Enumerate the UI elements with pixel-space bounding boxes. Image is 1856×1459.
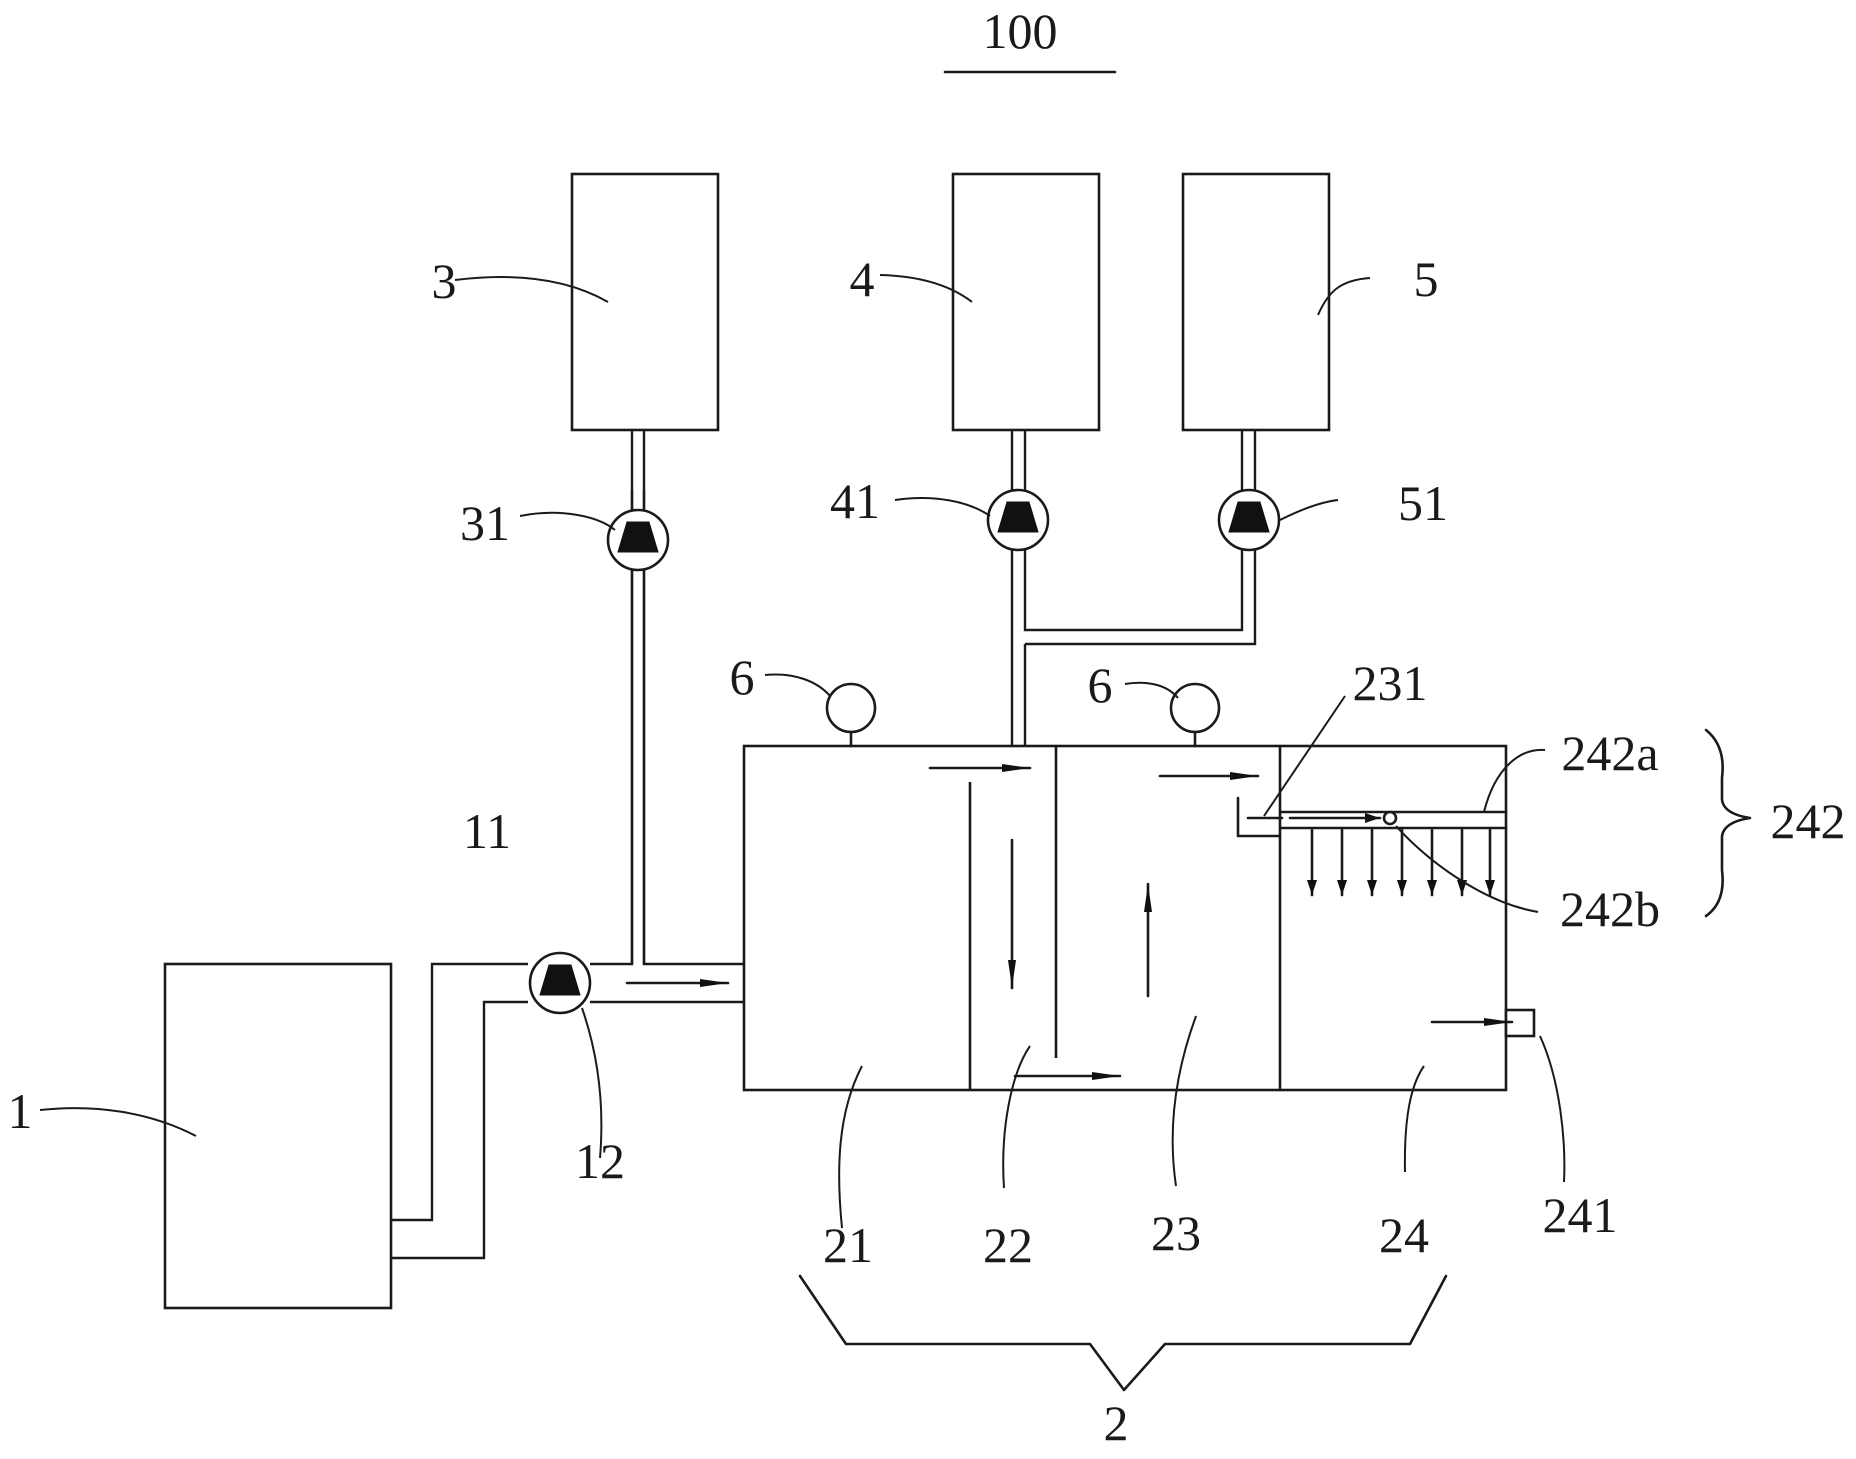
label-pump-a: 31	[460, 495, 510, 551]
treatment-tank	[742, 744, 1508, 1092]
brace-spray-unit	[1704, 728, 1752, 918]
spray-arrows	[1307, 828, 1495, 897]
label-chamber-21: 21	[823, 1217, 873, 1273]
label-pump-c: 51	[1398, 475, 1448, 531]
label-inlet-pipe: 11	[463, 803, 511, 859]
sensor-left	[825, 682, 877, 748]
label-spray-unit-242: 242	[1771, 793, 1846, 849]
label-pump-b: 41	[830, 473, 880, 529]
overflow-weir	[1236, 796, 1282, 838]
main-pump	[528, 951, 592, 1015]
inlet-pipe	[391, 490, 744, 1260]
sensor-right	[1169, 682, 1221, 748]
pump-a	[606, 508, 670, 572]
label-chamber-22: 22	[983, 1217, 1033, 1273]
label-dosing-tank-a: 3	[432, 253, 457, 309]
spray-unit	[1246, 810, 1508, 830]
label-sensor-right: 6	[1088, 657, 1113, 713]
label-dosing-tank-b: 4	[850, 251, 875, 307]
flow-arrows	[625, 764, 1514, 1080]
dosing-tank-b	[951, 172, 1101, 432]
water-source-tank	[163, 962, 393, 1310]
label-water-source: 1	[8, 1083, 33, 1139]
label-sensor-left: 6	[730, 649, 755, 705]
pump-b	[986, 488, 1050, 552]
label-chamber-23: 23	[1151, 1205, 1201, 1261]
label-overflow-231: 231	[1353, 655, 1428, 711]
label-dosing-tank-c: 5	[1414, 251, 1439, 307]
label-nozzle-242b: 242b	[1560, 881, 1660, 937]
label-spray-pipe-242a: 242a	[1561, 725, 1658, 781]
label-main-pump: 12	[575, 1133, 625, 1189]
dosing-pipe-bc	[1010, 430, 1257, 746]
brace-tank-assembly	[798, 1274, 1448, 1392]
leader-lines	[39, 274, 1566, 1229]
pump-c	[1217, 488, 1281, 552]
label-chamber-24: 24	[1379, 1207, 1429, 1263]
dosing-pipe-a	[630, 430, 646, 964]
dosing-tank-c	[1181, 172, 1331, 432]
label-outlet-241: 241	[1543, 1187, 1618, 1243]
dosing-tank-a	[570, 172, 720, 432]
figure-number-label: 100	[983, 3, 1058, 59]
label-tank-assembly: 2	[1104, 1395, 1129, 1451]
